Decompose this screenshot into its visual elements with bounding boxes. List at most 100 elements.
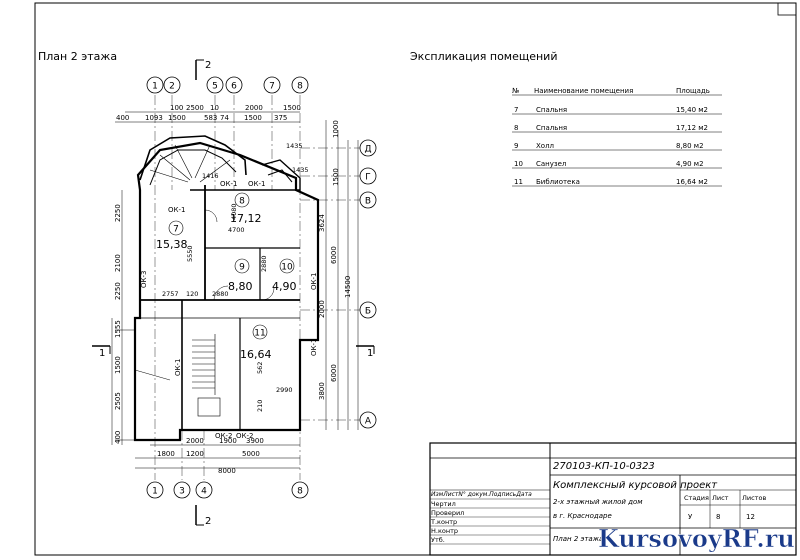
top-dim: 1500 [283, 104, 301, 112]
bottom-dim: 2000 [186, 437, 204, 445]
room-number: 7 [173, 225, 179, 235]
title-stage-value: 12 [746, 513, 755, 521]
bottom-axis-label: 8 [297, 487, 303, 497]
interior-dim: 2757 [162, 290, 179, 298]
left-dim: 2100 [114, 254, 122, 272]
top-axis-label-circle [206, 76, 224, 94]
sheet-frame [34, 2, 797, 556]
right-axis-label-circle [359, 139, 377, 157]
right-axis-label: Б [365, 307, 371, 317]
interior-dim: 210 [256, 400, 264, 412]
plan-title: План 2 этажа [38, 50, 117, 63]
title-stage-value: У [688, 513, 693, 521]
bottom-dim: 3900 [246, 437, 264, 445]
top-dim: 2000 [245, 104, 263, 112]
top-dim: 2500 [186, 104, 204, 112]
section-label-left: 1 [99, 348, 105, 359]
right-axis-label-circle [359, 301, 377, 319]
left-dim: 2250 [114, 282, 122, 300]
room-area: 4,90 [272, 280, 297, 293]
section-mark-bottom: 2 [195, 505, 211, 527]
exp-row-name: Холл [536, 142, 554, 150]
top-dim: 10 [210, 104, 219, 112]
exp-header-name: Наименование помещения [534, 87, 633, 95]
section-label-bottom: 2 [205, 516, 211, 527]
right-axis-label: Г [365, 173, 371, 183]
room-area: 16,64 [240, 348, 272, 361]
title-role: Н.контр [431, 527, 458, 535]
top-dim: 400 [116, 114, 129, 122]
section-mark-top: 2 [195, 59, 211, 80]
window-label: ОК-1 [310, 339, 318, 356]
right-axis-label: А [365, 417, 372, 427]
interior-dim: 120 [186, 290, 198, 298]
title-stage-header: Листов [742, 494, 766, 502]
bottom-dim-total: 8000 [218, 467, 236, 475]
room-number-circle [234, 192, 250, 208]
top-dim: 583 [204, 114, 217, 122]
interior-dim: 4080 [230, 203, 238, 220]
right-dim: 1000 [332, 120, 340, 138]
top-axis-label-circle [146, 76, 164, 94]
window-label: ОК-1 [174, 359, 182, 376]
exp-row-num: 7 [514, 106, 518, 114]
interior-dim: 2990 [276, 386, 293, 394]
section-mark-left: 1 [92, 345, 111, 359]
interior-dim: 4700 [228, 226, 245, 234]
exp-row-area: 4,90 м2 [676, 160, 704, 168]
top-dim: 1500 [244, 114, 262, 122]
right-dim: 6000 [330, 246, 338, 264]
top-axis-label: 6 [231, 82, 237, 92]
bottom-dim: 5000 [242, 450, 260, 458]
room-number-circle [279, 258, 295, 274]
title-role: Проверил [431, 509, 464, 517]
right-axis-label: В [365, 197, 371, 207]
room-area: 8,80 [228, 280, 253, 293]
top-axis-label-circle [163, 76, 181, 94]
title-sheet-name: План 2 этажа [553, 535, 603, 543]
bottom-axis-label-circle [146, 481, 164, 499]
interior-dim: 5550 [186, 245, 194, 262]
section-label-top: 2 [205, 60, 211, 71]
right-axis-label-circle [359, 167, 377, 185]
title-role: Т.контр [430, 518, 457, 526]
bottom-axis-label: 3 [179, 487, 185, 497]
room-area: 15,38 [156, 238, 188, 251]
exp-row-name: Санузел [536, 160, 566, 168]
title-block [429, 442, 797, 556]
exp-row-num: 11 [514, 178, 523, 186]
interior-dim: 2880 [212, 290, 229, 298]
axis-lines [154, 95, 360, 480]
right-axis-label: Д [364, 145, 371, 155]
title-col-headers: ИзмЛистN° докум.ПодписьДата [431, 491, 532, 498]
room-number: 10 [281, 263, 293, 273]
bottom-axis-label: 4 [201, 487, 207, 497]
right-axis-markers: Д Г В Б А [359, 139, 377, 429]
interior-dim: 1435 [286, 142, 303, 150]
left-dim: 400 [114, 431, 122, 444]
room-number: 8 [239, 197, 245, 207]
bottom-axis-label: 1 [152, 487, 158, 497]
right-dim: 3624 [318, 214, 326, 232]
exp-row-area: 8,80 м2 [676, 142, 704, 150]
room-area: 17,12 [230, 212, 262, 225]
title-desc-line2: в г. Краснодаре [553, 512, 612, 520]
title-project: Комплексный курсовой проект [553, 480, 718, 491]
bottom-axis-markers: 1 3 4 8 [146, 481, 309, 499]
exp-row-num: 10 [514, 160, 523, 168]
top-axis-label-circle [263, 76, 281, 94]
bottom-dim: 1200 [186, 450, 204, 458]
interior-dim: 1435 [292, 166, 309, 174]
title-stage-header: Лист [712, 494, 729, 502]
top-axis-label: 1 [152, 82, 158, 92]
section-label-right: 1 [367, 348, 373, 359]
exp-header-area: Площадь [676, 87, 710, 95]
